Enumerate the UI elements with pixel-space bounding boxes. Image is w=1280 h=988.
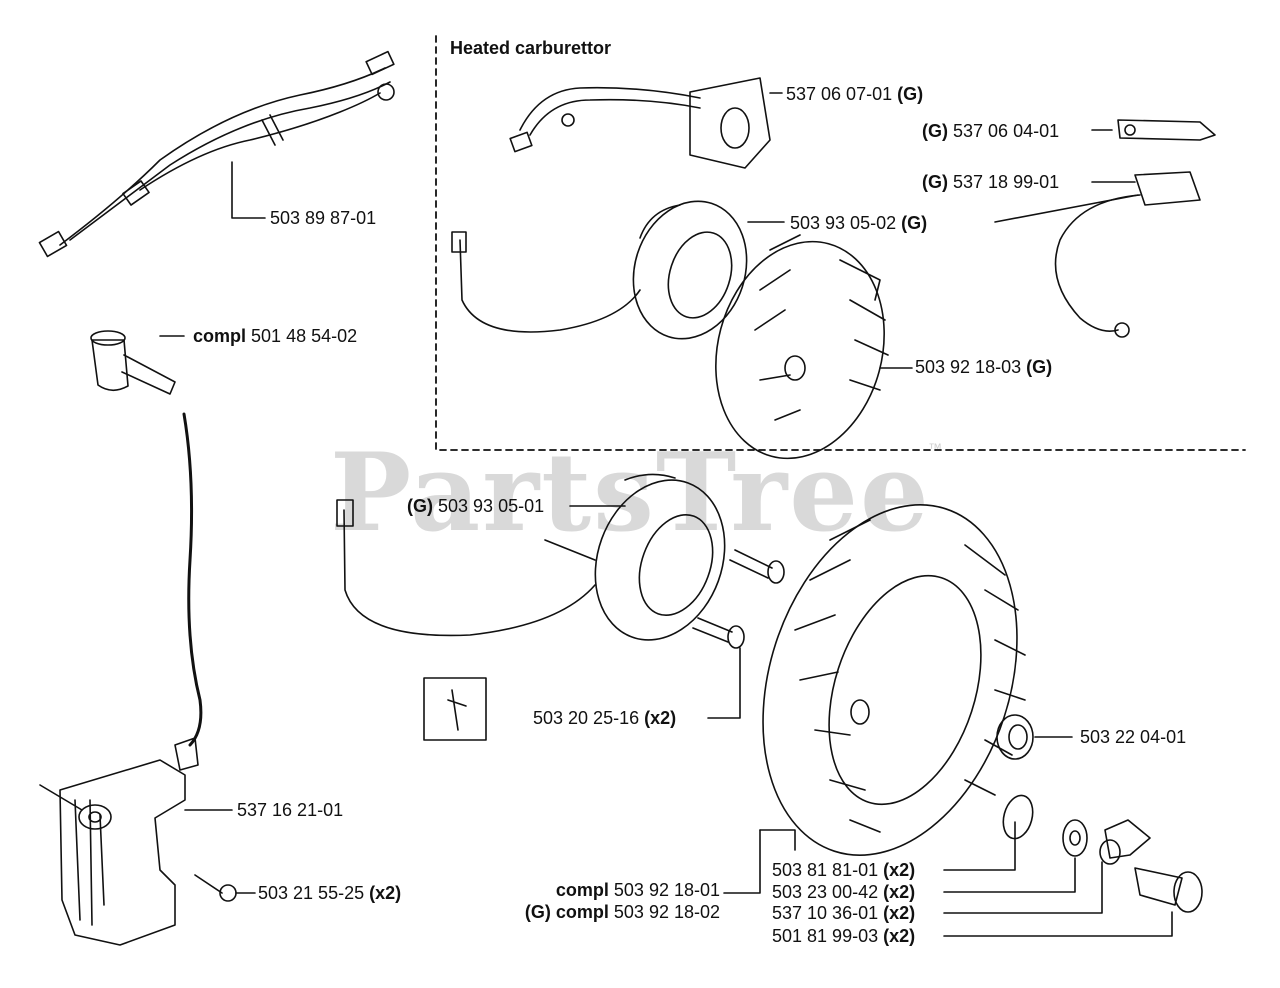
heater-switch-drawing xyxy=(994,171,1201,338)
wiring-harness-drawing xyxy=(38,50,395,258)
label-503-93-05-02: 503 93 05-02 (G) xyxy=(790,213,928,233)
watermark: PartsTree xyxy=(330,430,931,556)
label-501-48-54-02: compl 501 48 54-02 xyxy=(193,326,358,346)
label-503-92-18-02: (G) compl 503 92 18-02 xyxy=(524,902,720,922)
ht-lead-drawing xyxy=(182,412,203,747)
watermark-trademark: ™ xyxy=(928,440,942,456)
label-503-21-55-25: 503 21 55-25 (x2) xyxy=(258,883,402,903)
label-503-89-87-01: 503 89 87-01 xyxy=(270,208,377,228)
label-503-22-04-01: 503 22 04-01 xyxy=(1080,727,1187,747)
heater-clip-drawing xyxy=(1091,119,1216,141)
label-537-06-07-01: 537 06 07-01 (G) xyxy=(786,84,924,104)
label-537-06-04-01: (G) 537 06 04-01 xyxy=(922,121,1060,141)
flywheel-nut-drawing xyxy=(996,714,1073,760)
tool-icon-drawing xyxy=(423,677,487,741)
label-503-23-00-42: 503 23 00-42 (x2) xyxy=(772,882,916,902)
generator-coil-g-drawing xyxy=(451,200,785,340)
spark-plug-cap-drawing xyxy=(90,330,185,395)
flywheel-main-drawing xyxy=(759,504,1026,856)
label-537-10-36-01: 537 10 36-01 (x2) xyxy=(772,903,916,923)
label-503-20-25-16: 503 20 25-16 (x2) xyxy=(533,708,677,728)
label-501-81-99-03: 501 81 99-03 (x2) xyxy=(772,926,916,946)
heated-carburettor-boundary xyxy=(435,35,1246,451)
label-503-93-05-01: (G) 503 93 05-01 xyxy=(407,496,545,516)
generator-coil-main-drawing xyxy=(336,473,726,641)
flywheel-g-drawing xyxy=(715,234,913,460)
label-537-16-21-01: 537 16 21-01 xyxy=(237,800,344,820)
label-503-81-81-01: 503 81 81-01 (x2) xyxy=(772,860,916,880)
label-503-92-18-01: compl 503 92 18-01 xyxy=(555,880,720,900)
ignition-module-drawing xyxy=(39,737,256,946)
heater-plate-drawing xyxy=(509,77,783,169)
label-537-18-99-01: (G) 537 18 99-01 xyxy=(922,172,1060,192)
coil-screws-drawing xyxy=(692,549,785,719)
heated-carburettor-title: Heated carburettor xyxy=(450,38,612,58)
label-503-92-18-03: 503 92 18-03 (G) xyxy=(915,357,1053,377)
starter-pawl-parts-drawing xyxy=(723,794,1203,937)
